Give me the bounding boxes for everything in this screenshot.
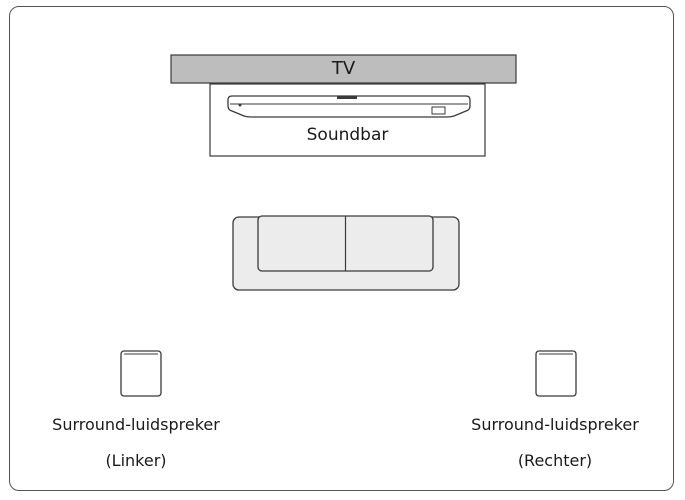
- surround-right-speaker-icon: [535, 350, 577, 397]
- surround-left-sublabel: (Linker): [105, 451, 167, 470]
- tv-label: TV: [331, 58, 356, 79]
- surround-left-speaker-icon: [120, 350, 162, 397]
- surround-right-sublabel: (Rechter): [517, 451, 593, 470]
- surround-right-label: Surround-luidspreker: [471, 415, 639, 434]
- surround-left-label: Surround-luidspreker: [52, 415, 220, 434]
- tv-bar: [170, 54, 517, 84]
- soundbar-label: Soundbar: [306, 125, 389, 145]
- soundbar-box: [209, 83, 486, 157]
- soundbar-icon: [227, 95, 471, 118]
- sofa-icon: [232, 215, 460, 291]
